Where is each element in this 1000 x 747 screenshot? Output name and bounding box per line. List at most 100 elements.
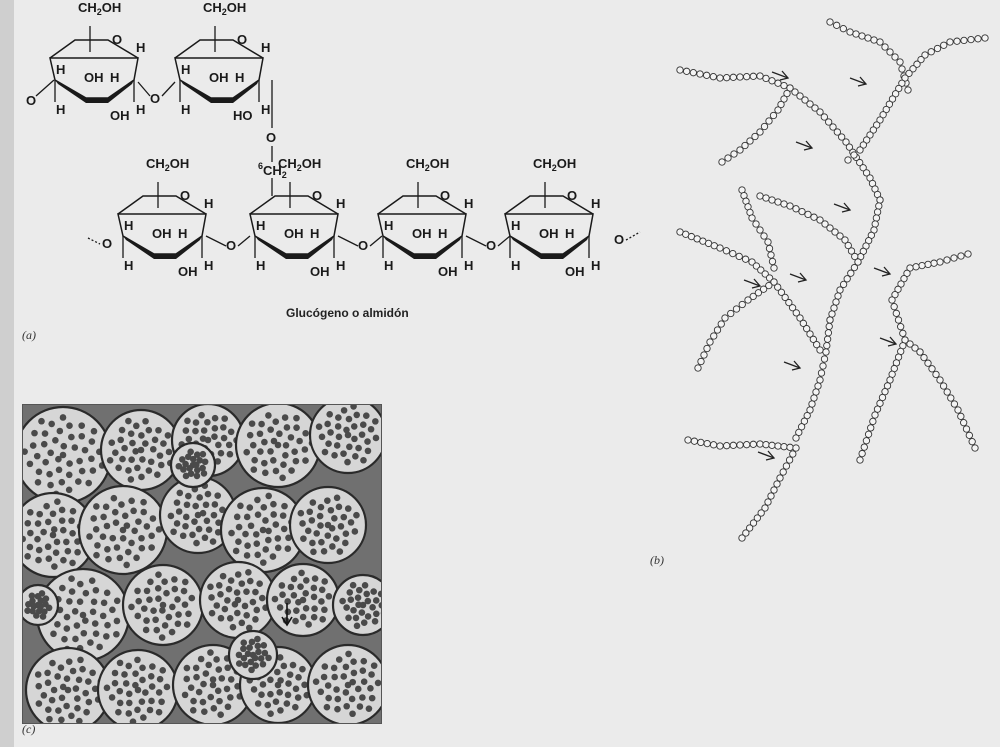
starch-granule bbox=[310, 593, 318, 601]
starch-granule bbox=[59, 451, 67, 459]
starch-granule bbox=[89, 467, 97, 474]
glucose-unit bbox=[839, 280, 848, 289]
starch-granule bbox=[312, 678, 320, 685]
starch-granule bbox=[118, 426, 126, 434]
starch-granule bbox=[245, 624, 253, 632]
starch-granule bbox=[248, 666, 255, 674]
starch-granule bbox=[351, 528, 359, 535]
starch-granule bbox=[182, 427, 190, 434]
starch-granule bbox=[181, 691, 189, 699]
starch-granule bbox=[349, 710, 356, 718]
starch-granule bbox=[240, 645, 247, 653]
starch-granule bbox=[335, 503, 343, 511]
glucose-unit bbox=[730, 150, 738, 158]
starch-granule bbox=[331, 452, 338, 459]
starch-granule bbox=[214, 528, 222, 536]
starch-granule bbox=[233, 589, 241, 596]
starch-granule bbox=[276, 654, 284, 661]
starch-granule bbox=[237, 502, 244, 510]
starch-granule bbox=[241, 602, 249, 610]
starch-granule bbox=[71, 444, 79, 451]
branch-oxygen: O bbox=[266, 130, 276, 145]
glucose-unit bbox=[785, 298, 793, 307]
starch-granule bbox=[219, 572, 227, 580]
starch-granule bbox=[78, 467, 86, 475]
starch-granule bbox=[324, 420, 331, 428]
starch-granule bbox=[142, 417, 149, 425]
starch-granule bbox=[290, 575, 298, 583]
ring-oxygen: O bbox=[567, 188, 577, 203]
starch-granule bbox=[249, 598, 257, 606]
glucose-unit bbox=[863, 136, 871, 144]
starch-granule bbox=[214, 458, 222, 465]
branch-point-arrow bbox=[795, 141, 813, 149]
starch-granule bbox=[167, 512, 175, 520]
glucose-unit bbox=[676, 66, 684, 74]
glucose-unit bbox=[825, 322, 833, 331]
ring-back-edge bbox=[504, 195, 594, 215]
branch-point-arrow bbox=[757, 451, 775, 459]
starch-granule bbox=[250, 466, 258, 473]
starch-granule bbox=[128, 497, 135, 505]
glucose-unit bbox=[743, 441, 751, 449]
ring-back-edge bbox=[174, 39, 264, 59]
glucose-unit bbox=[960, 36, 968, 45]
glucose-unit bbox=[769, 111, 778, 120]
starch-granule bbox=[199, 450, 207, 458]
starch-granule bbox=[235, 538, 242, 546]
starch-granule bbox=[26, 460, 34, 468]
glucose-unit bbox=[903, 269, 911, 277]
starch-granule bbox=[215, 519, 222, 526]
starch-granule bbox=[242, 530, 249, 538]
starch-granule bbox=[42, 595, 50, 602]
starch-granule bbox=[253, 606, 261, 614]
starch-granule bbox=[278, 582, 286, 589]
hydrogen: H bbox=[181, 62, 190, 77]
glucose-unit bbox=[748, 258, 756, 266]
starch-granule bbox=[88, 455, 95, 463]
starch-granule bbox=[161, 578, 168, 586]
starch-granule bbox=[143, 617, 150, 624]
glycosidic-bond bbox=[137, 81, 151, 97]
starch-granule bbox=[288, 467, 295, 474]
starch-granule bbox=[240, 654, 248, 662]
starch-granule bbox=[339, 597, 346, 605]
starch-granule bbox=[68, 575, 75, 583]
starch-granule bbox=[243, 612, 250, 619]
starch-granule bbox=[164, 432, 172, 439]
starch-granule bbox=[252, 662, 260, 669]
starch-granule bbox=[46, 715, 53, 723]
starch-granule bbox=[111, 669, 119, 677]
chain-oxygen-left: O bbox=[102, 236, 112, 251]
glucose-unit bbox=[850, 263, 859, 272]
starch-granule bbox=[133, 422, 140, 430]
starch-granule bbox=[349, 581, 357, 589]
ring-oxygen: O bbox=[180, 188, 190, 203]
starch-granule bbox=[299, 665, 306, 673]
starch-granule bbox=[192, 427, 199, 435]
starch-granule bbox=[173, 520, 181, 527]
glucose-unit bbox=[836, 286, 844, 294]
starch-granule bbox=[112, 519, 120, 526]
hydrogen: H bbox=[310, 226, 319, 241]
starch-granule bbox=[225, 441, 233, 449]
glucose-unit bbox=[904, 86, 912, 94]
starch-granule bbox=[333, 442, 341, 449]
starch-granule bbox=[342, 663, 350, 671]
starch-granule bbox=[68, 517, 75, 525]
starch-granule bbox=[284, 598, 291, 605]
starch-granule bbox=[289, 661, 297, 669]
starch-granule bbox=[284, 691, 292, 699]
starch-granule bbox=[105, 555, 112, 563]
glucose-unit bbox=[694, 364, 702, 372]
glucose-unit bbox=[873, 121, 881, 129]
starch-granule bbox=[259, 660, 267, 668]
glucose-unit bbox=[764, 238, 772, 246]
glucose-unit bbox=[774, 442, 782, 450]
starch-granule bbox=[128, 539, 135, 547]
starch-granule bbox=[324, 497, 331, 504]
glucose-unit bbox=[767, 492, 775, 500]
starch-granule bbox=[127, 476, 135, 483]
starch-granule bbox=[262, 517, 269, 524]
hydrogen: H bbox=[181, 102, 190, 117]
